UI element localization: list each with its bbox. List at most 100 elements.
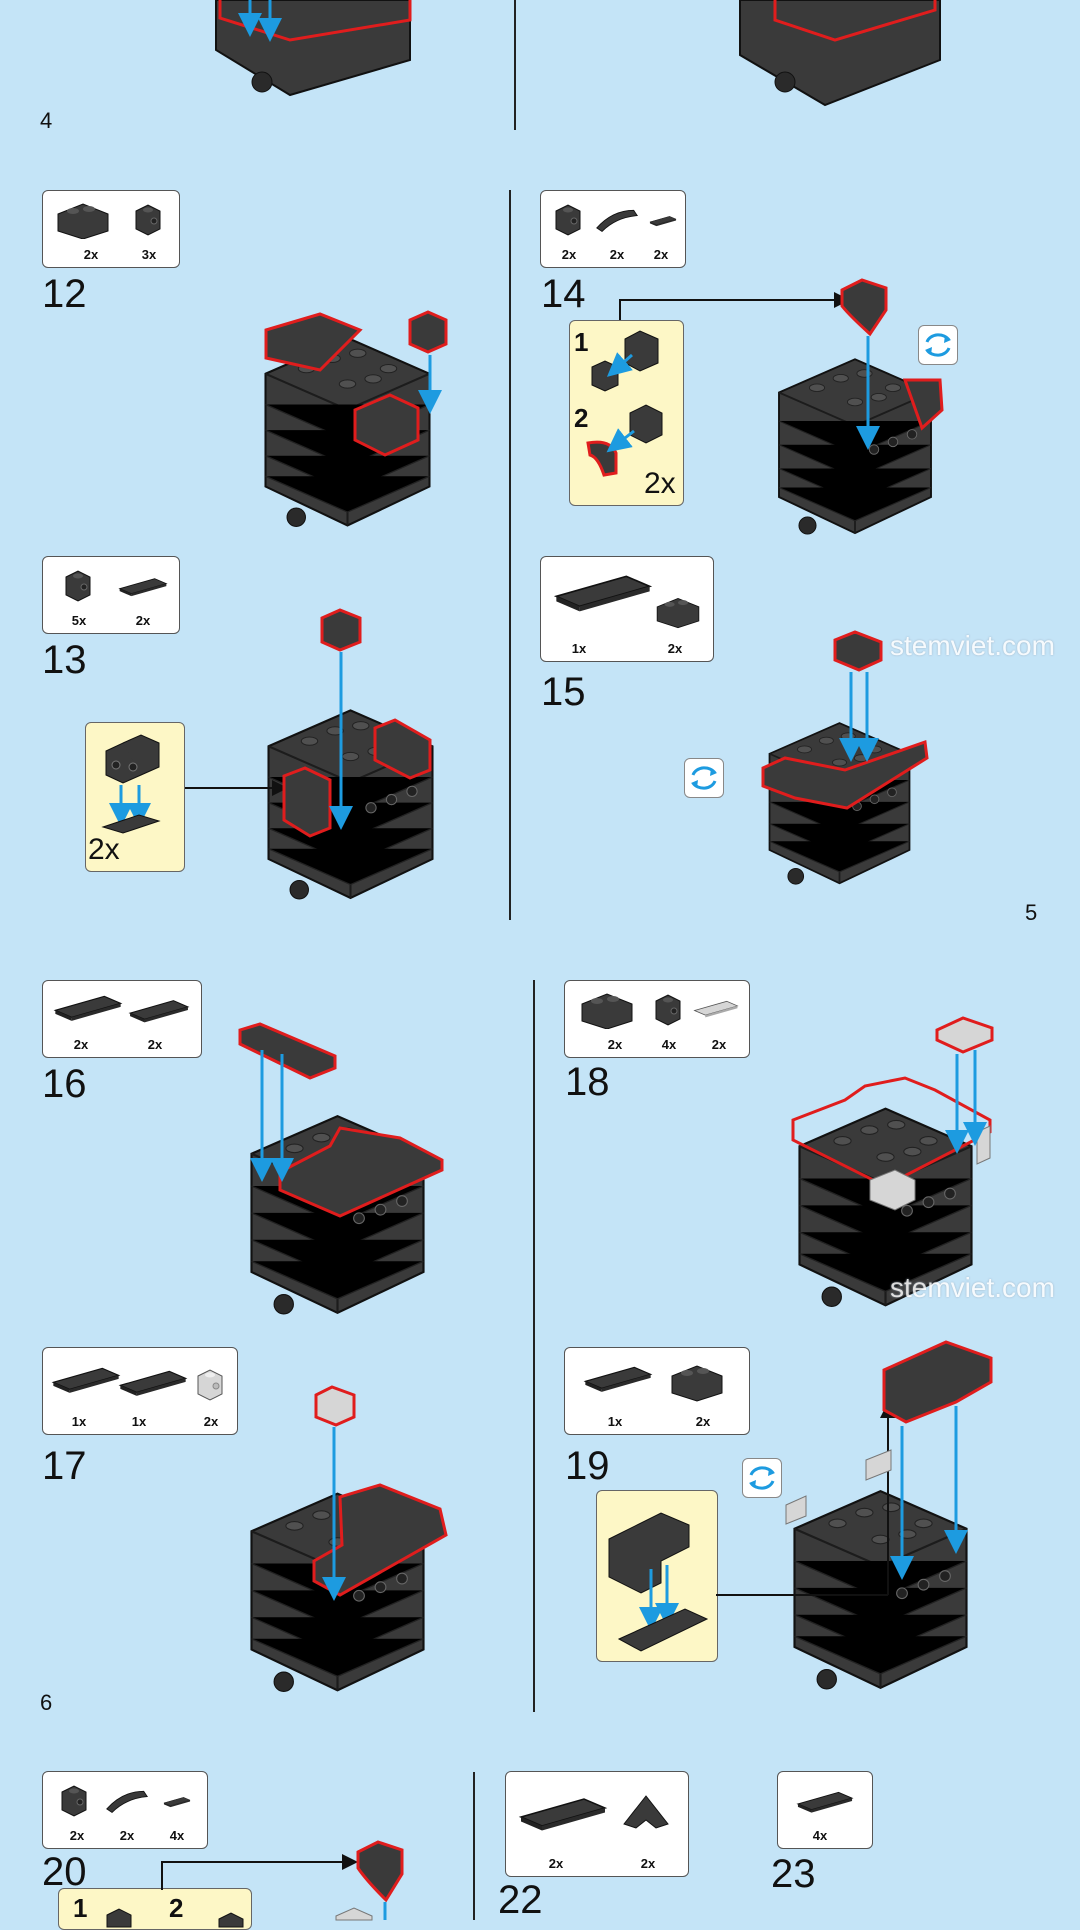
step-20-highlight [161,1840,404,1921]
plate-1x6-icon [553,573,653,613]
brick-2x2-corner-icon [577,989,637,1029]
part-qty: 2x [640,1856,656,1871]
step-15-number: 15 [541,670,586,714]
step-23-parts-box: 4x [777,1771,873,1849]
page-number-5: 5 [1025,900,1038,925]
brick-1x1-stud-side-icon [63,567,93,603]
wedge-plate-3x3-icon [616,1790,676,1834]
step-20-number: 20 [42,1850,87,1894]
callout-step2-parts [586,404,663,477]
top-partial-build-right [735,0,945,110]
top-divider [514,0,516,130]
plate-1x2-icon [118,575,168,599]
step-13-number: 13 [42,638,87,682]
rotate-view-icon [918,325,958,365]
brick-1x1-stud-side-icon [653,991,683,1027]
part-qty: 2x [695,1414,711,1429]
step-14-parts-box: 2x 2x 2x [540,190,686,268]
part-qty: 1x [607,1414,623,1429]
callout-step-label: 2 [574,403,589,433]
step-13-parts-box: 5x 2x [42,556,180,634]
step-18-parts-box: 2x 4x 2x [564,980,750,1058]
slope-curved-2x1-icon [595,205,639,235]
callout-step-label: 1 [574,327,589,357]
plate-1x4-icon [118,1368,188,1398]
step-16-highlight [238,1022,444,1218]
part-qty: 2x [73,1037,89,1052]
rotate-view-icon [684,758,724,798]
part-qty: 2x [135,613,151,628]
step-12-number: 12 [42,272,87,316]
step-18-highlight [791,1016,994,1211]
part-qty: 2x [83,247,99,262]
plate-1x1-icon [649,209,677,233]
part-qty: 2x [607,1037,623,1052]
part-qty: 5x [71,613,87,628]
plate-1x2-icon [796,1788,854,1816]
brick-1x1-stud-side-light-icon [195,1366,225,1402]
plate-1x4-icon [583,1364,653,1394]
callout-step-label: 2 [169,1893,184,1923]
step-18-number: 18 [565,1060,610,1104]
step-22-number: 22 [498,1878,543,1922]
part-qty: 4x [169,1828,185,1843]
step-17-highlight [312,1385,448,1601]
callout-sub-assembly [101,734,161,834]
step-12-highlight [264,310,448,457]
step-19-parts-box: 1x 2x [564,1347,750,1435]
part-qty: 2x [119,1828,135,1843]
step-20-parts-box: 2x 2x 4x [42,1771,208,1849]
step-13-highlight [185,608,432,838]
brick-1x1-stud-side-icon [553,201,583,237]
part-qty: 2x [147,1037,163,1052]
part-qty: 2x [609,247,625,262]
part-qty: 2x [711,1037,727,1052]
brick-1x1-stud-side-icon [59,1782,89,1818]
step-14-callout: 1 2 2x [569,320,684,506]
step-19-callout [596,1490,718,1662]
step-23-number: 23 [771,1852,816,1896]
step-13-callout: 2x [85,722,185,872]
part-qty: 2x [203,1414,219,1429]
slope-curved-2x1-icon [105,1786,149,1816]
callout-sub-assembly [608,1512,709,1652]
part-qty: 2x [561,247,577,262]
step-14-number: 14 [541,272,586,316]
brick-1x1-stud-side-icon [133,201,163,237]
step-19-highlight [716,1340,993,1596]
callout-step1-parts [591,330,659,392]
part-qty: 2x [69,1828,85,1843]
plate-1x1-icon [163,1790,191,1814]
step-17-number: 17 [42,1444,87,1488]
watermark: stemviet.com [890,630,1055,661]
part-qty: 4x [812,1828,828,1843]
brick-2x2-corner-icon [53,199,113,239]
step-15-highlight [761,630,929,810]
callout-step-label: 1 [73,1893,88,1923]
step-12-parts-box: 2x 3x [42,190,180,268]
step-16-parts-box: 2x 2x [42,980,202,1058]
plate-2x4-icon [518,1792,608,1836]
step-17-parts-box: 1x 1x 2x [42,1347,238,1435]
page-number-6: 6 [40,1690,53,1715]
part-qty: 2x [653,247,669,262]
part-qty: 4x [661,1037,677,1052]
step-22-parts-box: 2x 2x [505,1771,689,1877]
part-qty: 3x [141,247,157,262]
watermark: stemviet.com [890,1272,1055,1303]
part-qty: 1x [71,1414,87,1429]
callout-multiplier: 2x [88,833,120,866]
page6-divider [533,980,535,1712]
part-qty: 1x [571,641,587,656]
page-number-4: 4 [40,108,53,133]
plate-1x3-icon [128,997,190,1025]
callout-multiplier: 2x [644,467,676,500]
page5-divider [509,190,511,920]
top-partial-build-left [210,0,420,110]
part-qty: 2x [548,1856,564,1871]
step-16-number: 16 [42,1062,87,1106]
brick-1x2-icon [653,591,703,631]
brick-1x4-icon [51,1358,121,1402]
step-15-parts-box: 1x 2x [540,556,714,662]
step-14-highlight [619,278,944,450]
